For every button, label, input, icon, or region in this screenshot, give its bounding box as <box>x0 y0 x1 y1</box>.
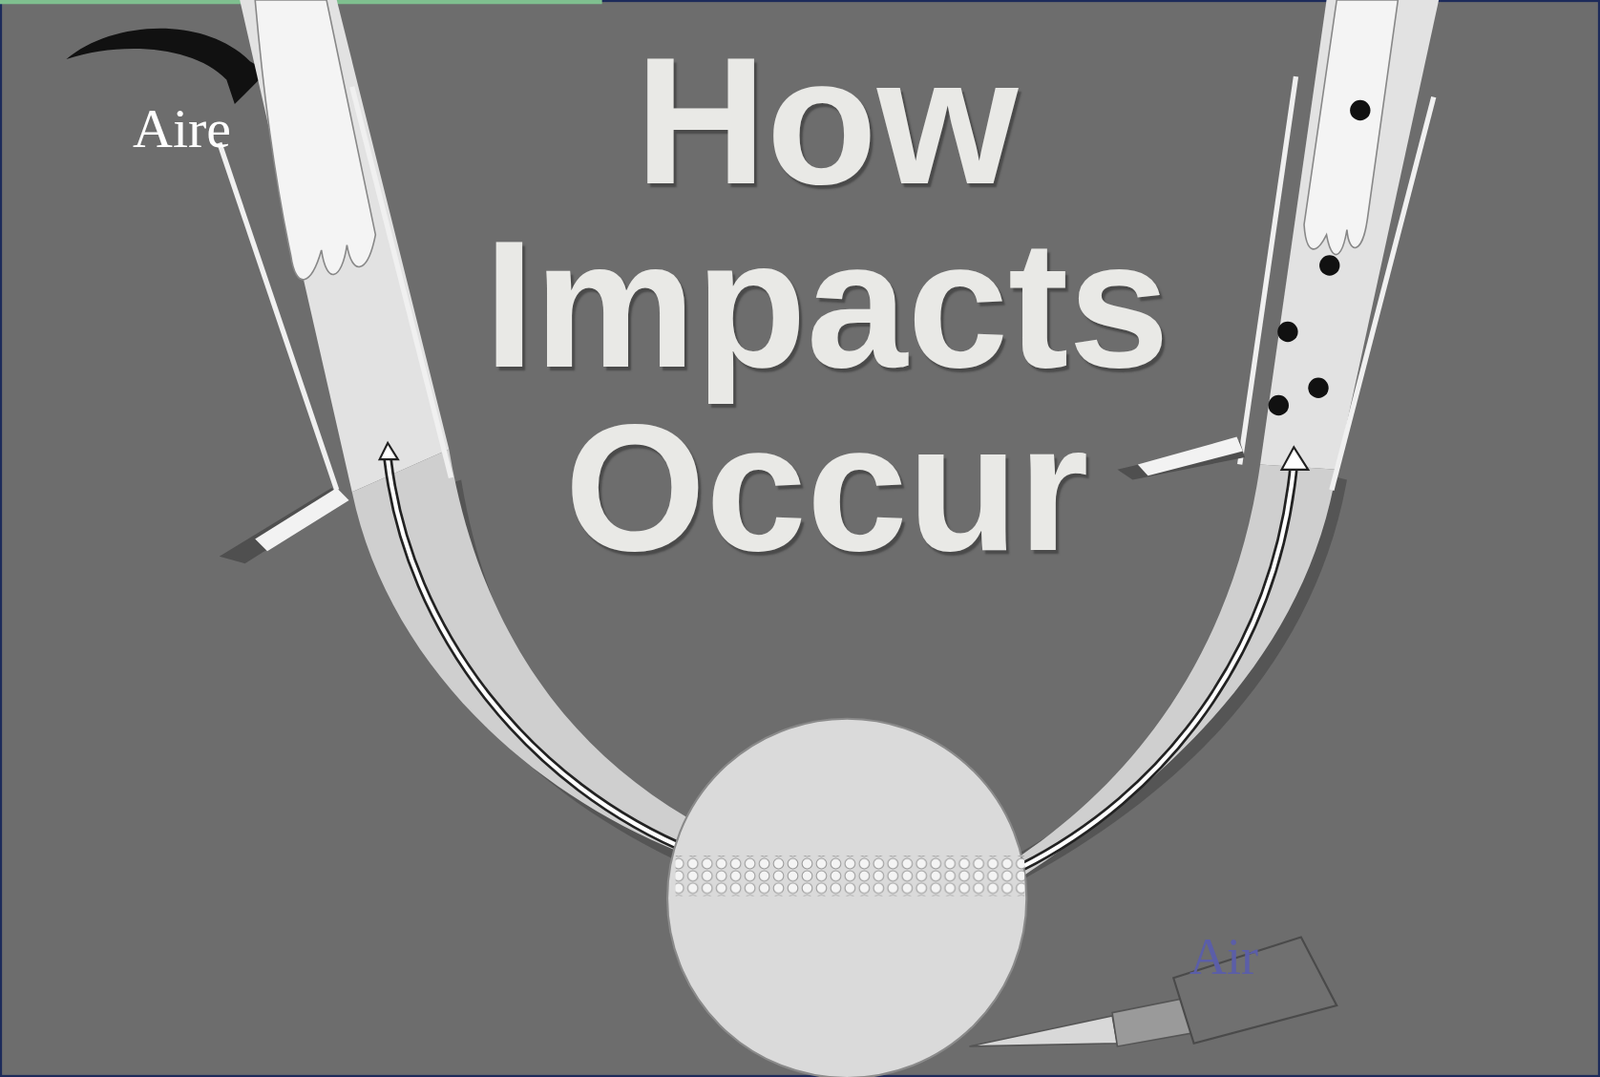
diagram-title: How Impacts Occur <box>435 28 1219 579</box>
air-label: Air <box>1189 927 1259 986</box>
air-label: Aire <box>132 98 232 160</box>
